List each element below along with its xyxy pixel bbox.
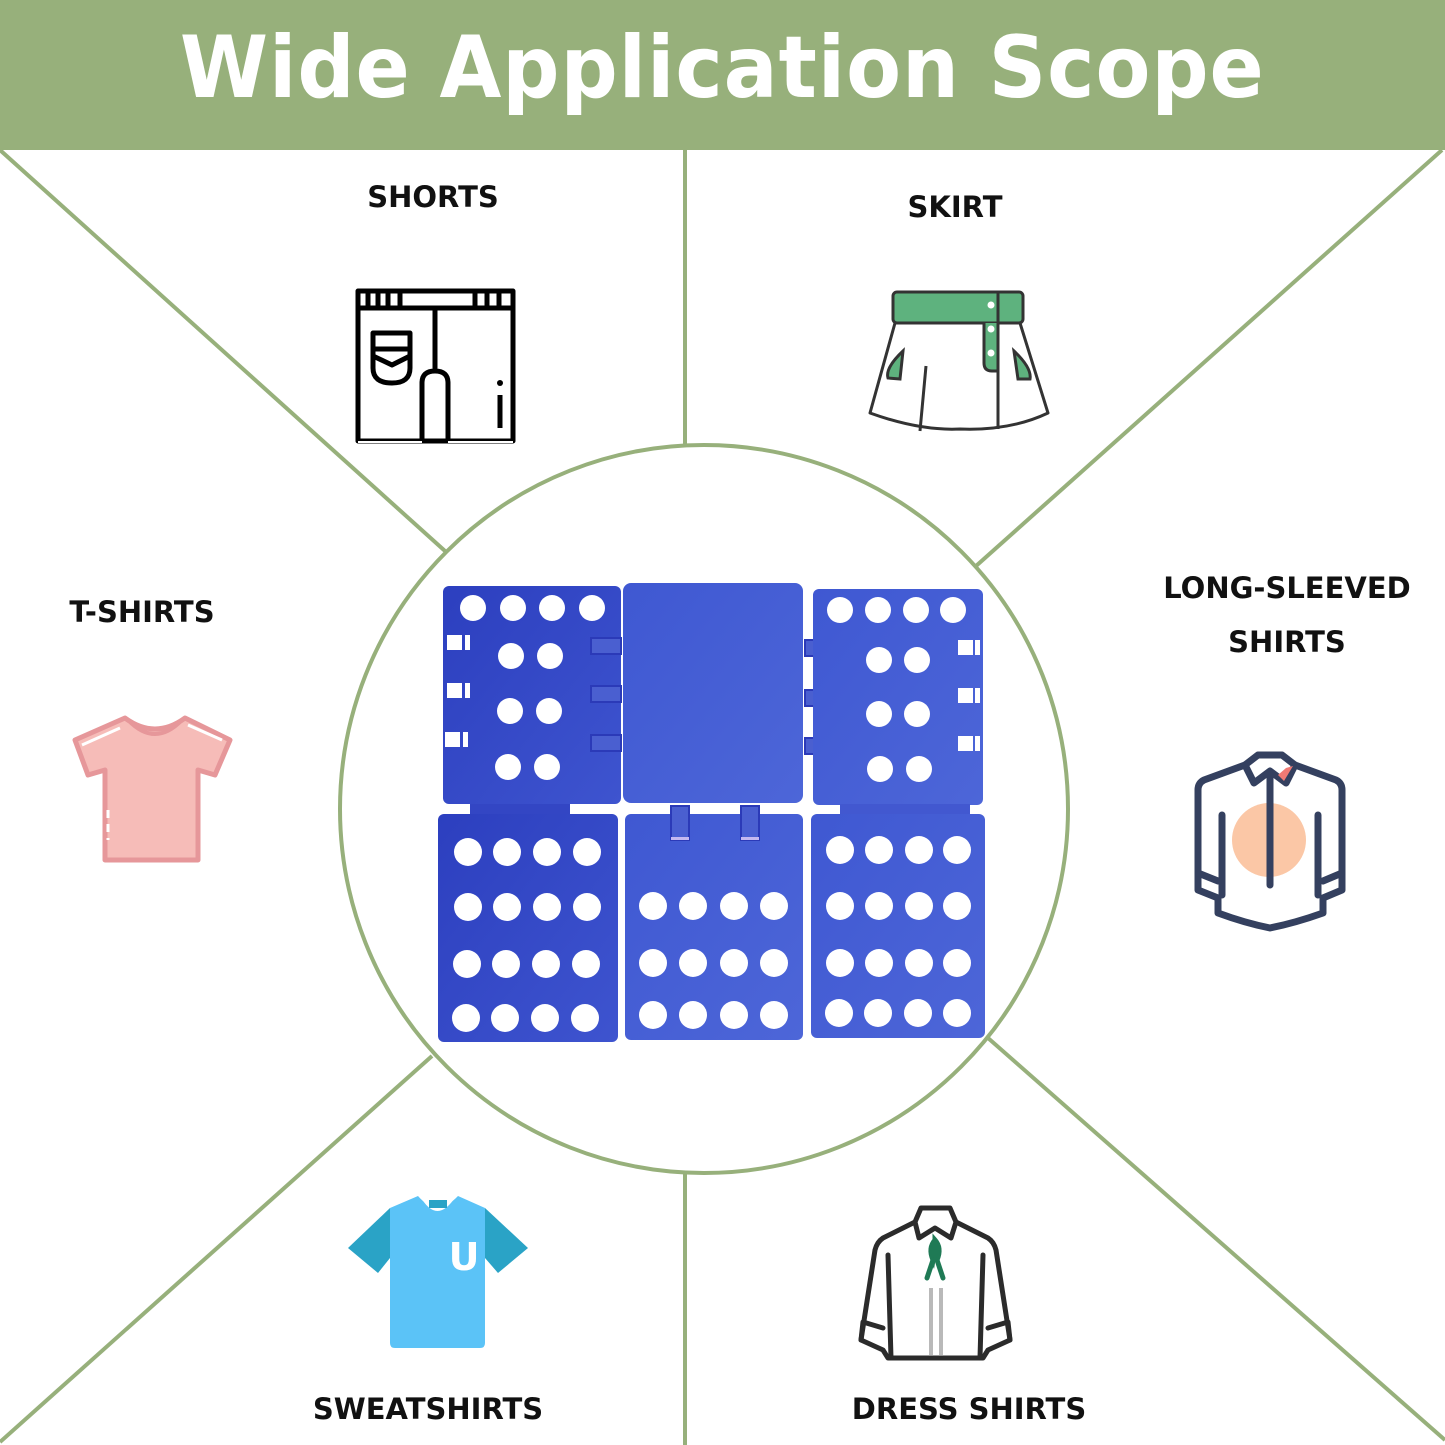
- board-panel-bottom-right: [811, 814, 985, 1038]
- header-banner: Wide Application Scope: [0, 0, 1445, 150]
- label-shorts: SHORTS: [367, 180, 499, 214]
- center-circle: [338, 443, 1070, 1175]
- label-t-shirts: T-SHIRTS: [69, 595, 215, 629]
- board-panel-bottom-middle: [625, 805, 803, 1040]
- svg-text:U: U: [449, 1235, 480, 1279]
- board-panel-top-left: [443, 586, 621, 804]
- t-shirt-icon: [72, 715, 233, 863]
- shorts-icon: [355, 288, 516, 444]
- page-title: Wide Application Scope: [180, 18, 1265, 118]
- label-long-sleeved-line1: LONG-SLEEVED: [1163, 571, 1411, 605]
- sweatshirt-icon: U: [348, 1196, 528, 1348]
- label-dress-shirts: DRESS SHIRTS: [851, 1392, 1087, 1426]
- board-panel-top-middle: [590, 583, 836, 837]
- label-long-sleeved-line2: SHIRTS: [1228, 625, 1346, 659]
- folding-board-image: [438, 583, 985, 1042]
- dress-shirt-icon: [858, 1205, 1013, 1361]
- long-sleeved-shirt-icon: [1194, 751, 1346, 932]
- board-panel-top-right: [813, 589, 983, 805]
- board-panel-bottom-left: [438, 814, 618, 1042]
- skirt-icon: [868, 290, 1050, 432]
- label-sweatshirts: SWEATSHIRTS: [312, 1392, 544, 1426]
- label-skirt: SKIRT: [907, 190, 1003, 224]
